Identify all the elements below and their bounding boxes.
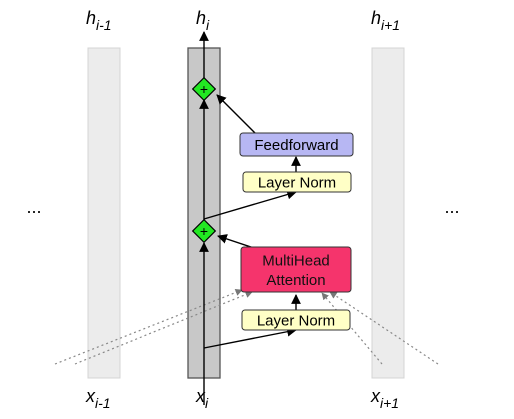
label-h-prev: hi-1 bbox=[86, 8, 112, 33]
sublayer-connections bbox=[203, 94, 301, 349]
label-x-prev-sub: i-1 bbox=[95, 395, 111, 411]
label-h-next-base: h bbox=[371, 8, 381, 28]
add-node-bottom: + bbox=[191, 218, 217, 244]
label-x-prev: xi-1 bbox=[85, 386, 111, 411]
layer-norm-bottom-block: Layer Norm bbox=[241, 309, 351, 331]
add-node-bottom-diamond bbox=[191, 218, 217, 244]
attention-context-lines bbox=[54, 289, 439, 365]
label-x-cur-base: x bbox=[195, 386, 206, 406]
attention-label-line1: MultiHead bbox=[262, 253, 330, 270]
feedforward-box bbox=[239, 132, 354, 157]
label-h-cur: hi bbox=[196, 8, 210, 33]
side-column-prev bbox=[87, 47, 121, 379]
layer-norm-top-box bbox=[242, 171, 352, 193]
label-x-next-base: x bbox=[370, 386, 381, 406]
attention-box bbox=[240, 246, 352, 293]
add-node-top: + bbox=[191, 76, 217, 102]
side-column-next bbox=[371, 47, 405, 379]
add-node-bottom-symbol: + bbox=[200, 223, 208, 239]
label-x-cur-sub: i bbox=[205, 395, 209, 411]
label-h-next: hi+1 bbox=[371, 8, 400, 33]
ellipsis-right: ... bbox=[444, 197, 459, 217]
label-h-next-sub: i+1 bbox=[381, 17, 400, 33]
label-x-next: xi+1 bbox=[370, 386, 399, 411]
label-h-prev-sub: i-1 bbox=[96, 17, 112, 33]
layer-norm-bottom-label: Layer Norm bbox=[257, 313, 335, 330]
attention-label-line2: Attention bbox=[266, 272, 325, 289]
feedforward-label: Feedforward bbox=[254, 137, 338, 154]
attention-block: MultiHead Attention bbox=[240, 246, 352, 293]
layer-norm-top-block: Layer Norm bbox=[242, 171, 352, 193]
label-h-cur-base: h bbox=[196, 8, 206, 28]
label-h-prev-base: h bbox=[86, 8, 96, 28]
feedforward-block: Feedforward bbox=[239, 132, 354, 157]
add-node-top-symbol: + bbox=[200, 81, 208, 97]
label-x-next-sub: i+1 bbox=[380, 395, 399, 411]
add-node-top-diamond bbox=[191, 76, 217, 102]
label-x-prev-base: x bbox=[85, 386, 96, 406]
label-h-cur-sub: i bbox=[206, 17, 210, 33]
label-x-cur: xi bbox=[195, 386, 209, 411]
layer-norm-top-label: Layer Norm bbox=[258, 175, 336, 192]
layer-norm-bottom-box bbox=[241, 309, 351, 331]
ellipsis-left: ... bbox=[26, 197, 41, 217]
